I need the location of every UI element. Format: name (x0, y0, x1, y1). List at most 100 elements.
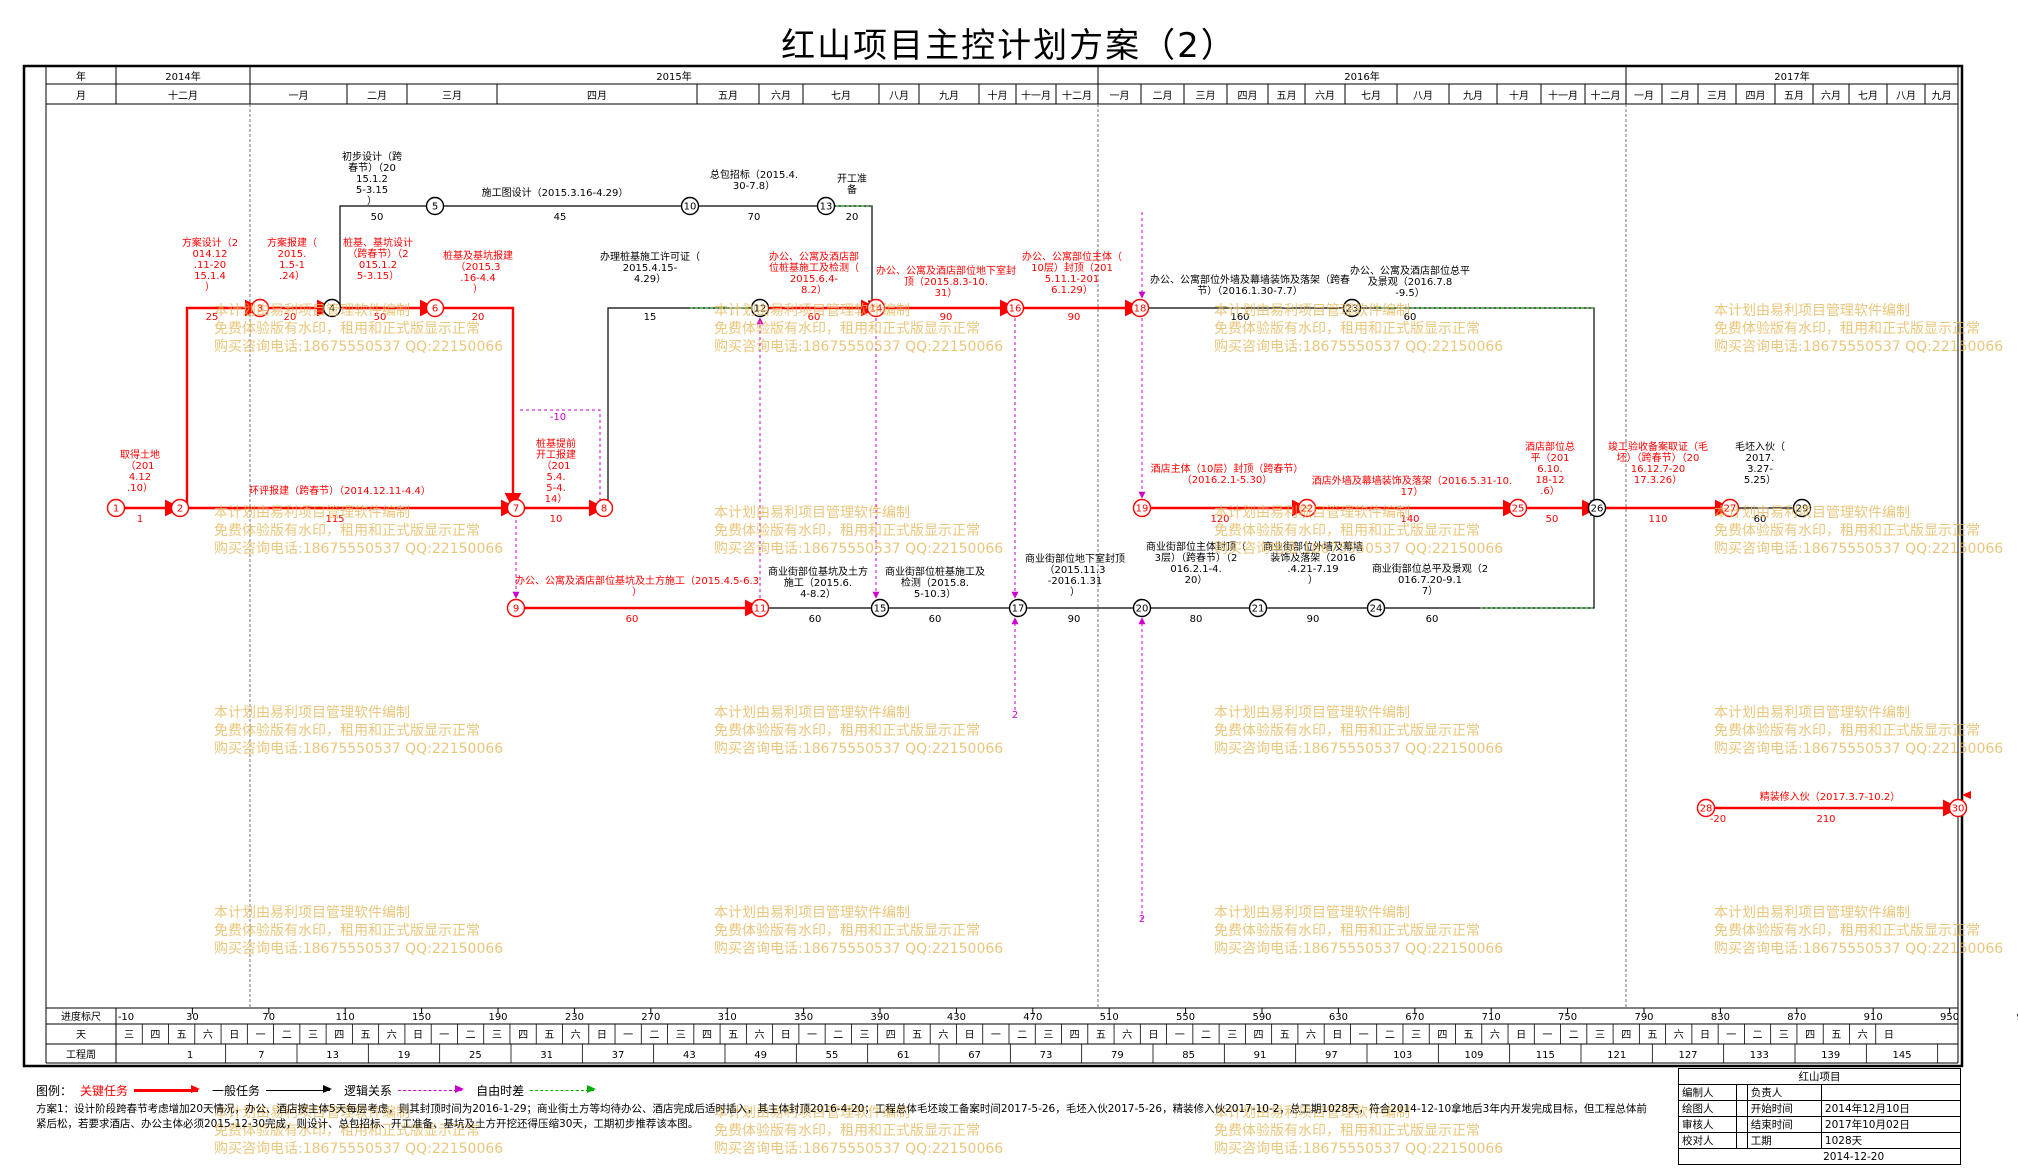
task-name: （201 (541, 460, 570, 472)
weekday-label: 二 (833, 1030, 843, 1041)
watermark-line: 购买咨询电话:18675550537 QQ:22150066 (1214, 1141, 1504, 1157)
task-name: 毛坯入伙（ (1735, 441, 1785, 453)
watermark-line: 免费体验版有水印，租用和正式版显示正常 (1214, 1123, 1480, 1139)
legend-normal-arrow-icon (266, 1085, 333, 1093)
weekday-label: 六 (1674, 1029, 1684, 1041)
task-name: 商业街部位总平及景观（2 (1372, 562, 1488, 575)
header-month: 十一月 (1548, 89, 1578, 102)
task-name: ） (1308, 574, 1318, 586)
node-circle (870, 598, 890, 618)
week-label: 91 (1254, 1050, 1267, 1061)
watermark-text: 本计划由易利项目管理软件编制免费体验版有水印，租用和正式版显示正常购买咨询电话:… (1214, 504, 1503, 558)
task-name: 015.1.2 (359, 260, 397, 271)
header-month: 六月 (771, 90, 791, 102)
weekday-label: 五 (1464, 1030, 1474, 1041)
header-month: 十一月 (1021, 89, 1051, 102)
node-circle (425, 196, 445, 216)
node-20: 20 (1132, 598, 1152, 618)
legend-logic: 逻辑关系 (344, 1082, 465, 1099)
task-name: 17） (1401, 486, 1424, 498)
header-month: 三月 (442, 90, 462, 102)
task-duration: 140 (1400, 514, 1419, 525)
node-label: 7 (513, 504, 519, 515)
task-name: 施工（2015.6. (784, 576, 852, 589)
task-name: 桩基、基坑设计 (343, 236, 413, 249)
node-circle (680, 196, 700, 216)
node-26: 26 (1587, 498, 1607, 518)
watermark-text: 本计划由易利项目管理软件编制免费体验版有水印，租用和正式版显示正常购买咨询电话:… (1214, 302, 1503, 356)
weekday-label: 五 (361, 1030, 371, 1041)
header-month: 一月 (1634, 90, 1654, 102)
watermark-line: 本计划由易利项目管理软件编制 (214, 705, 410, 721)
weekday-label: 二 (1201, 1030, 1211, 1041)
task-duration: 50 (1546, 514, 1559, 525)
node-circle (1342, 298, 1362, 318)
progress-tick-label: -10 (118, 1012, 134, 1023)
week-label: 55 (826, 1050, 839, 1061)
header-month: 四月 (1746, 90, 1766, 102)
node-label: 8 (601, 504, 607, 515)
weekday-label: 日 (597, 1030, 607, 1041)
node-22: 22 (1297, 498, 1317, 518)
watermark-text: 本计划由易利项目管理软件编制免费体验版有水印，租用和正式版显示正常购买咨询电话:… (714, 704, 1003, 758)
weekday-label: 三 (1779, 1030, 1789, 1041)
header-month: 十二月 (168, 89, 198, 102)
node-19: 19 (1132, 498, 1152, 518)
watermark-line: 本计划由易利项目管理软件编制 (214, 303, 410, 319)
task-label-3-4: 方案报建（2015.1.5-1.24）20 (267, 236, 317, 323)
header-month: 七月 (1361, 90, 1381, 102)
progress-tick-label: 430 (947, 1012, 966, 1023)
info-cell (1820, 1084, 1962, 1101)
task-duration: 20 (846, 212, 859, 223)
watermark-line: 本计划由易利项目管理软件编制 (714, 505, 910, 521)
task-name: 5.4. (546, 472, 565, 483)
week-label: 121 (1607, 1050, 1626, 1061)
watermark-line: 购买咨询电话:18675550537 QQ:22150066 (714, 339, 1004, 355)
info-cell: 编制人 (1677, 1084, 1738, 1101)
task-name: 春节）（20 (348, 162, 396, 174)
task-name: 取得土地 (120, 448, 160, 461)
task-name: 备 (847, 183, 857, 196)
task-name: 总包招标（2015.4. (710, 168, 798, 181)
progress-label: 进度标尺 (61, 1010, 101, 1023)
node-circle (1130, 298, 1150, 318)
task-duration: 90 (1307, 614, 1320, 625)
weekday-label: 四 (702, 1030, 712, 1041)
task-duration: 70 (748, 212, 761, 223)
node-circle (594, 498, 614, 518)
progress-tick-label: 150 (412, 1012, 431, 1023)
node-25: 25 (1508, 498, 1528, 518)
task-label-6-7: 桩基及基坑报建（2015.3.16-4.4）20 (443, 249, 513, 323)
weekday-label: 六 (1858, 1029, 1868, 1041)
weekday-label: 日 (1332, 1030, 1342, 1041)
header-month: 七月 (831, 90, 851, 102)
watermark-line: 免费体验版有水印，租用和正式版显示正常 (1714, 923, 1980, 939)
watermark-text: 本计划由易利项目管理软件编制免费体验版有水印，租用和正式版显示正常购买咨询电话:… (1714, 904, 2003, 958)
node-circle (425, 298, 445, 318)
watermark-line: 免费体验版有水印，租用和正式版显示正常 (214, 923, 480, 939)
node-circle (1720, 498, 1740, 518)
info-cell (1736, 1084, 1748, 1101)
watermark-line: 本计划由易利项目管理软件编制 (1214, 303, 1410, 319)
node-circle (1132, 498, 1152, 518)
watermark-line: 购买咨询电话:18675550537 QQ:22150066 (714, 541, 1004, 557)
task-name: （2016.2.1-5.30） (1182, 474, 1272, 486)
week-label: 13 (326, 1050, 339, 1061)
task-arrow-24-26 (1376, 507, 1599, 609)
week-label: 37 (612, 1050, 625, 1061)
weekday-label: 二 (649, 1030, 659, 1041)
node-label: 20 (1136, 604, 1149, 615)
node-label: 27 (1724, 504, 1737, 515)
watermark-line: 购买咨询电话:18675550537 QQ:22150066 (714, 1141, 1004, 1157)
weekday-label: 三 (308, 1030, 318, 1041)
week-label: 145 (1892, 1050, 1911, 1061)
weekday-label: 四 (150, 1030, 160, 1041)
node-circle (1248, 598, 1268, 618)
task-label-5-10: 施工图设计（2015.3.16-4.29）45 (482, 186, 629, 223)
task-name: 17.3.26） (1634, 474, 1682, 486)
info-cell: 结束时间 (1746, 1116, 1822, 1133)
task-duration: 10 (550, 514, 563, 525)
weekday-label: 五 (544, 1030, 554, 1041)
node-label: 28 (1700, 804, 1713, 815)
